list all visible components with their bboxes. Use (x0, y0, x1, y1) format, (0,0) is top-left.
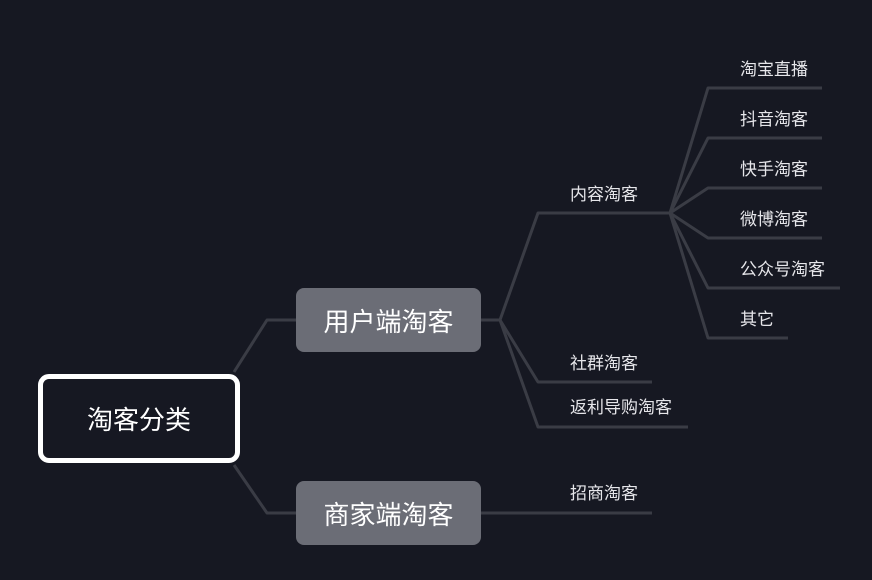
branch-node-user[interactable]: 用户端淘客 (296, 288, 481, 352)
connector (498, 319, 688, 429)
leaf-weibo[interactable]: 微博淘客 (740, 210, 808, 230)
connector (232, 464, 296, 515)
leaf-douyin[interactable]: 抖音淘客 (740, 110, 808, 130)
topic-content[interactable]: 内容淘客 (570, 185, 638, 205)
topic-investment[interactable]: 招商淘客 (570, 484, 638, 504)
connector (668, 212, 788, 340)
connector (669, 186, 822, 215)
connector (668, 212, 840, 290)
connector (668, 86, 822, 214)
root-node[interactable]: 淘客分类 (38, 374, 240, 463)
connector (481, 211, 670, 322)
topic-rebate[interactable]: 返利导购淘客 (570, 398, 672, 418)
branch-node-merchant[interactable]: 商家端淘客 (296, 481, 481, 545)
leaf-kuaishou[interactable]: 快手淘客 (740, 160, 808, 180)
connector (232, 318, 296, 373)
connector (668, 136, 822, 214)
leaf-wechat-public[interactable]: 公众号淘客 (740, 260, 825, 280)
leaf-taobao-live[interactable]: 淘宝直播 (740, 60, 808, 80)
topic-community[interactable]: 社群淘客 (570, 354, 638, 374)
connector (669, 211, 822, 240)
leaf-other[interactable]: 其它 (740, 310, 774, 330)
connector (498, 319, 652, 384)
